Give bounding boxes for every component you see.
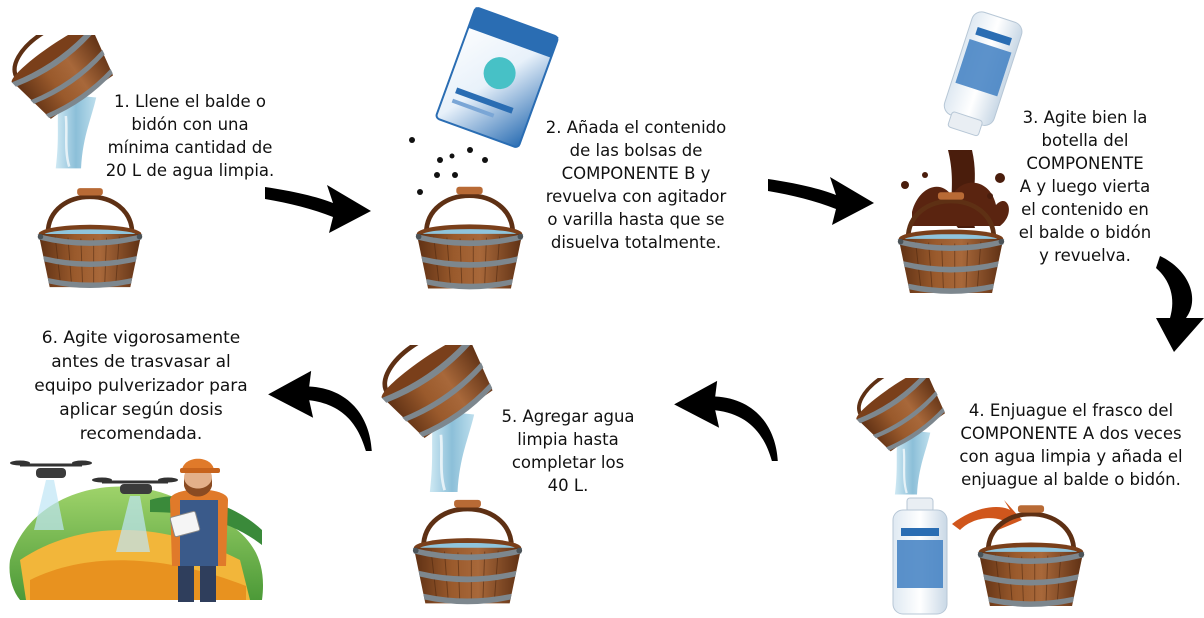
step-1-line: 20 L de agua limpia. xyxy=(105,161,275,180)
drone-icon xyxy=(92,477,178,552)
orange-arrow-icon xyxy=(952,500,1022,530)
powder-package-icon xyxy=(435,7,559,148)
step-4-line: con agua limpia y añada el xyxy=(959,447,1183,466)
step-6-text: 6. Agite vigorosamente antes de trasvasa… xyxy=(6,326,276,446)
step-3-line: el balde o bidón xyxy=(1018,223,1152,242)
farmer-with-tablet-icon xyxy=(169,458,228,602)
bottle-icon xyxy=(892,497,948,615)
step-3-line: A y luego vierta xyxy=(1019,177,1151,196)
step-3-line: botella del xyxy=(1041,131,1129,150)
step-6-line: 6. Agite vigorosamente xyxy=(41,328,241,348)
step-1-line: bidón con una xyxy=(131,115,249,134)
step-5-text: 5. Agregar agua limpia hasta completar l… xyxy=(488,405,648,497)
wooden-bucket-icon xyxy=(416,187,523,290)
step-2-line: revuelva con agitador xyxy=(545,187,727,206)
step-1-line: 1. Llene el balde o xyxy=(114,92,266,111)
wooden-bucket-icon xyxy=(978,505,1084,607)
step-4-line: 4. Enjuague el frasco del xyxy=(968,401,1174,420)
powder-dots xyxy=(409,137,488,195)
step-2-line: 2. Añada el contenido xyxy=(545,118,727,137)
step-5-line: completar los xyxy=(511,453,625,472)
step-1-line: mínima cantidad de xyxy=(107,138,273,157)
curved-arrow-icon xyxy=(768,177,874,225)
step-4-line: enjuague al balde o bidón. xyxy=(961,470,1181,489)
pouring-bucket-icon xyxy=(845,354,954,494)
drone-icon xyxy=(10,460,92,530)
bottle-icon xyxy=(943,11,1023,137)
step-3-line: el contenido en xyxy=(1021,200,1149,219)
step-6-line: aplicar según dosis xyxy=(59,400,223,420)
step-6-line: equipo pulverizador para xyxy=(34,376,248,396)
step-3-line: COMPONENTE xyxy=(1026,154,1144,173)
wooden-bucket-icon xyxy=(413,500,522,604)
curved-arrow-icon xyxy=(268,370,372,452)
step-6-line: recomendada. xyxy=(79,424,203,444)
step-2-line: COMPONENTE B y xyxy=(561,164,711,183)
curved-arrow-icon xyxy=(265,185,371,233)
step-3-line: y revuelva. xyxy=(1039,246,1131,265)
step-4-line: COMPONENTE A dos veces xyxy=(960,424,1182,443)
step-1-text: 1. Llene el balde o bidón con una mínima… xyxy=(97,90,283,182)
step-3-text: 3. Agite bien la botella del COMPONENTE … xyxy=(1000,106,1170,267)
curved-arrow-icon xyxy=(1156,256,1204,352)
step-5-line: 40 L. xyxy=(547,476,589,495)
step-5-line: 5. Agregar agua xyxy=(501,407,635,426)
step-5-line: limpia hasta xyxy=(517,430,619,449)
step-2-line: disuelva totalmente. xyxy=(550,233,722,252)
step-2-line: o varilla hasta que se xyxy=(547,210,725,229)
step-2-line: de las bolsas de xyxy=(569,141,703,160)
step-2-text: 2. Añada el contenido de las bolsas de C… xyxy=(530,116,742,254)
curved-arrow-icon xyxy=(674,380,778,462)
step-6-line: antes de trasvasar al xyxy=(51,352,231,372)
pouring-bucket-icon xyxy=(368,316,504,492)
step-3-line: 3. Agite bien la xyxy=(1022,108,1148,127)
wooden-bucket-icon xyxy=(38,188,143,288)
step-4-text: 4. Enjuague el frasco del COMPONENTE A d… xyxy=(947,399,1195,491)
